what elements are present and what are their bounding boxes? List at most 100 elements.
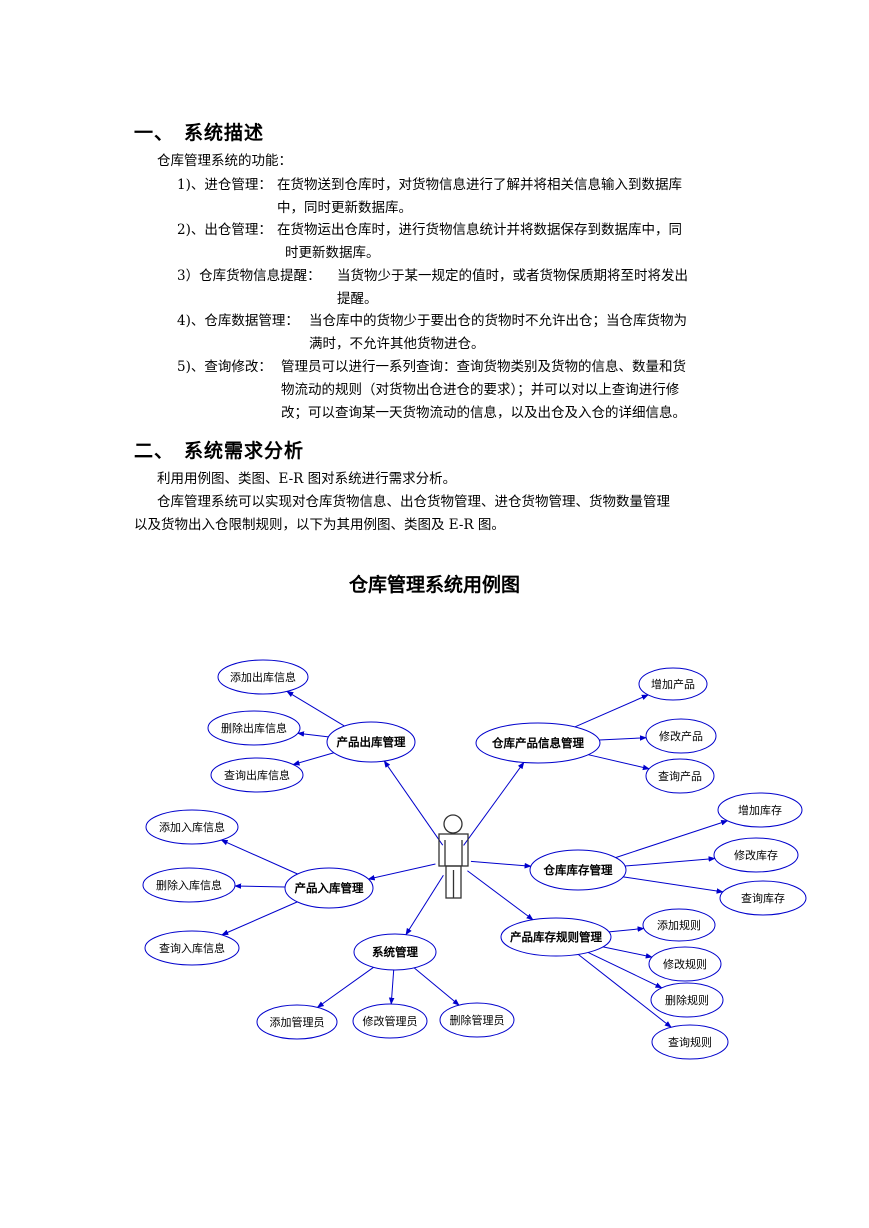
use-case-label: 查询产品 xyxy=(658,769,702,783)
use-case-label: 添加入库信息 xyxy=(159,820,225,834)
use-case-stock: 仓库库存管理 xyxy=(529,849,627,891)
use-case-label: 系统管理 xyxy=(372,945,418,959)
use-case-label: 添加出库信息 xyxy=(230,670,296,684)
use-case-label: 修改库存 xyxy=(734,848,778,862)
use-case-label: 删除入库信息 xyxy=(156,878,222,892)
use-case-i3: 查询入库信息 xyxy=(144,930,240,966)
use-case-label: 仓库库存管理 xyxy=(543,863,613,877)
section-2-paragraph-2-line-2: 以及货物出入仓限制规则，以下为其用例图、类图及 E-R 图。 xyxy=(134,517,505,533)
use-case-label: 添加规则 xyxy=(657,918,701,932)
section-2-paragraph-1: 利用用例图、类图、E-R 图对系统进行需求分析。 xyxy=(157,471,457,487)
use-case-ellipse xyxy=(207,710,301,746)
section-1-heading: 一、系统描述 xyxy=(134,118,264,145)
edge-info-p2 xyxy=(599,735,647,741)
edge-stock-s2 xyxy=(625,856,716,867)
use-case-label: 查询出库信息 xyxy=(224,768,290,782)
use-case-ellipse xyxy=(353,933,437,971)
edge-info-p3 xyxy=(588,754,650,771)
edge-A-info xyxy=(463,761,525,846)
use-case-ellipse xyxy=(475,722,601,764)
list-item-line: 物流动的规则（对货物出仓进仓的要求）；并可以对以上查询进行修 xyxy=(281,382,680,398)
diagram-title: 仓库管理系统用例图 xyxy=(348,574,520,596)
use-case-label: 删除规则 xyxy=(665,993,709,1007)
list-item-line: 满时，不允许其他货物进仓。 xyxy=(309,336,485,352)
use-case-r3: 删除规则 xyxy=(650,982,724,1018)
use-case-ellipse xyxy=(642,908,716,942)
use-case-label: 产品库存规则管理 xyxy=(510,930,602,944)
use-case-p1: 增加产品 xyxy=(638,667,708,701)
use-case-o1: 添加出库信息 xyxy=(217,659,309,695)
use-case-r2: 修改规则 xyxy=(648,946,722,982)
use-case-label: 删除出库信息 xyxy=(221,721,287,735)
use-case-m3: 删除管理员 xyxy=(439,1002,515,1038)
section-2-paragraph-2-line-1: 仓库管理系统可以实现对仓库货物信息、出仓货物管理、进仓货物管理、货物数量管理 xyxy=(157,494,670,510)
use-case-ellipse xyxy=(651,1024,729,1060)
list-item-line: 管理员可以进行一系列查询：查询货物类别及货物的信息、数量和货 xyxy=(281,359,686,375)
use-case-p3: 查询产品 xyxy=(645,758,715,794)
use-case-in: 产品入库管理 xyxy=(284,867,374,909)
use-case-rule: 产品库存规则管理 xyxy=(500,917,612,957)
use-case-ellipse xyxy=(529,849,627,891)
use-case-r4: 查询规则 xyxy=(651,1024,729,1060)
list-item-label: 2)、出仓管理： xyxy=(177,222,272,238)
use-case-r1: 添加规则 xyxy=(642,908,716,942)
edge-sys-m2 xyxy=(388,969,395,1005)
edge-rule-r3 xyxy=(587,951,663,989)
section-2-title: 系统需求分析 xyxy=(184,440,305,462)
use-case-ellipse xyxy=(326,721,416,763)
list-item-line: 在货物运出仓库时，进行货物信息统计并将数据保存到数据库中，同 xyxy=(277,222,682,238)
list-item-line: 提醒。 xyxy=(337,291,378,307)
list-item: 5)、查询修改： 管理员可以进行一系列查询：查询货物类别及货物的信息、数量和货 … xyxy=(177,356,747,425)
edge-stock-s1 xyxy=(615,820,729,859)
diagram-edges xyxy=(220,690,729,1028)
use-case-label: 修改管理员 xyxy=(363,1014,418,1028)
use-case-ellipse xyxy=(256,1004,338,1040)
list-item-line: 在货物送到仓库时，对货物信息进行了解并将相关信息输入到数据库 xyxy=(277,177,682,193)
use-case-label: 查询规则 xyxy=(668,1035,712,1049)
list-item-line: 时更新数据库。 xyxy=(285,245,380,261)
edge-out-o3 xyxy=(292,752,335,766)
diagram-nodes: 产品出库管理仓库产品信息管理产品入库管理仓库库存管理系统管理产品库存规则管理添加… xyxy=(142,659,807,1060)
use-case-label: 添加管理员 xyxy=(270,1015,325,1029)
use-case-label: 增加库存 xyxy=(738,803,782,817)
edge-sys-m1 xyxy=(316,966,374,1008)
use-case-label: 查询入库信息 xyxy=(159,941,225,955)
use-case-m1: 添加管理员 xyxy=(256,1004,338,1040)
use-case-info: 仓库产品信息管理 xyxy=(475,722,601,764)
use-case-ellipse xyxy=(352,1003,428,1039)
list-item: 3）仓库货物信息提醒： 当货物少于某一规定的值时，或者货物保质期将至时将发出 提… xyxy=(177,265,747,311)
list-item: 2)、出仓管理： 在货物运出仓库时，进行货物信息统计并将数据保存到数据库中，同 … xyxy=(177,219,747,265)
use-case-ellipse xyxy=(645,758,715,794)
list-item-line: 改；可以查询某一天货物流动的信息，以及出仓及入仓的详细信息。 xyxy=(281,405,686,421)
use-case-ellipse xyxy=(439,1002,515,1038)
use-case-label: 增加产品 xyxy=(651,677,695,691)
list-item: 1)、进仓管理： 在货物送到仓库时，对货物信息进行了解并将相关信息输入到数据库 … xyxy=(177,174,747,220)
use-case-s3: 查询库存 xyxy=(719,880,807,916)
list-item-label: 5)、查询修改： xyxy=(177,359,272,375)
use-case-label: 产品出库管理 xyxy=(337,735,406,749)
use-case-label: 仓库产品信息管理 xyxy=(491,736,584,750)
edge-in-i2 xyxy=(234,883,286,889)
section-2-heading: 二、系统需求分析 xyxy=(134,436,304,463)
use-case-ellipse xyxy=(500,917,612,957)
use-case-label: 查询库存 xyxy=(741,891,785,905)
section-1-number: 一、 xyxy=(134,122,175,144)
edge-rule-r4 xyxy=(577,953,672,1028)
section-2-number: 二、 xyxy=(134,440,175,462)
use-case-label: 修改规则 xyxy=(663,957,707,971)
use-case-s1: 增加库存 xyxy=(717,792,803,828)
edge-info-p1 xyxy=(574,694,649,728)
edge-A-sys xyxy=(405,874,444,936)
edge-in-i1 xyxy=(220,839,298,875)
use-case-ellipse xyxy=(145,809,239,845)
list-item-line: 当仓库中的货物少于要出仓的货物时不允许出仓；当仓库货物为 xyxy=(309,313,687,329)
edge-rule-r2 xyxy=(602,946,653,959)
list-item-label: 1)、进仓管理： xyxy=(177,177,272,193)
use-case-ellipse xyxy=(648,946,722,982)
edge-rule-r1 xyxy=(608,926,645,933)
use-case-ellipse xyxy=(645,718,717,754)
edge-A-rule xyxy=(467,870,534,921)
list-item: 4)、仓库数据管理： 当仓库中的货物少于要出仓的货物时不允许出仓；当仓库货物为 … xyxy=(177,310,747,356)
use-case-ellipse xyxy=(717,792,803,828)
